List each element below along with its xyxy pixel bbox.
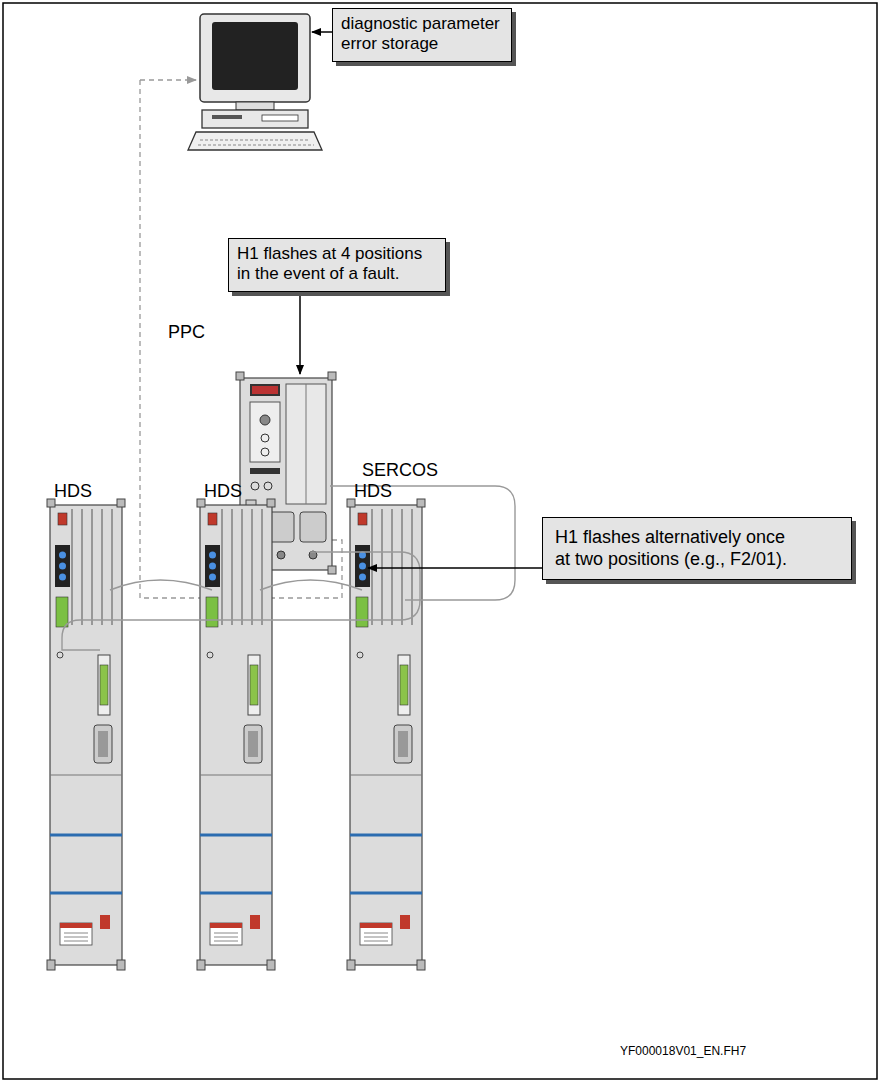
callout-text: H1 flashes alternatively once at two pos… (555, 527, 801, 570)
device-label: HDS (204, 481, 242, 502)
callout-box: diagnostic parameter error storage (332, 8, 512, 62)
callout-box: H1 flashes at 4 positions in the event o… (228, 238, 446, 292)
leader-arrow (368, 567, 542, 569)
device-label: HDS (354, 481, 392, 502)
bus-label: SERCOS (362, 460, 438, 481)
callout-text: H1 flashes at 4 positions in the event o… (237, 244, 437, 285)
device-label: HDS (54, 481, 92, 502)
hds-device (47, 499, 125, 970)
computer-icon (188, 14, 322, 150)
hds-device (347, 499, 425, 970)
device-label: PPC (168, 322, 205, 343)
leader-arrow (312, 31, 332, 33)
figure-id: YF000018V01_EN.FH7 (620, 1044, 746, 1058)
callout-text: diagnostic parameter error storage (341, 14, 503, 55)
hds-device (197, 499, 275, 970)
callout-box: H1 flashes alternatively once at two pos… (542, 517, 852, 580)
leader-arrow (299, 292, 301, 374)
dashed-link (140, 79, 196, 80)
